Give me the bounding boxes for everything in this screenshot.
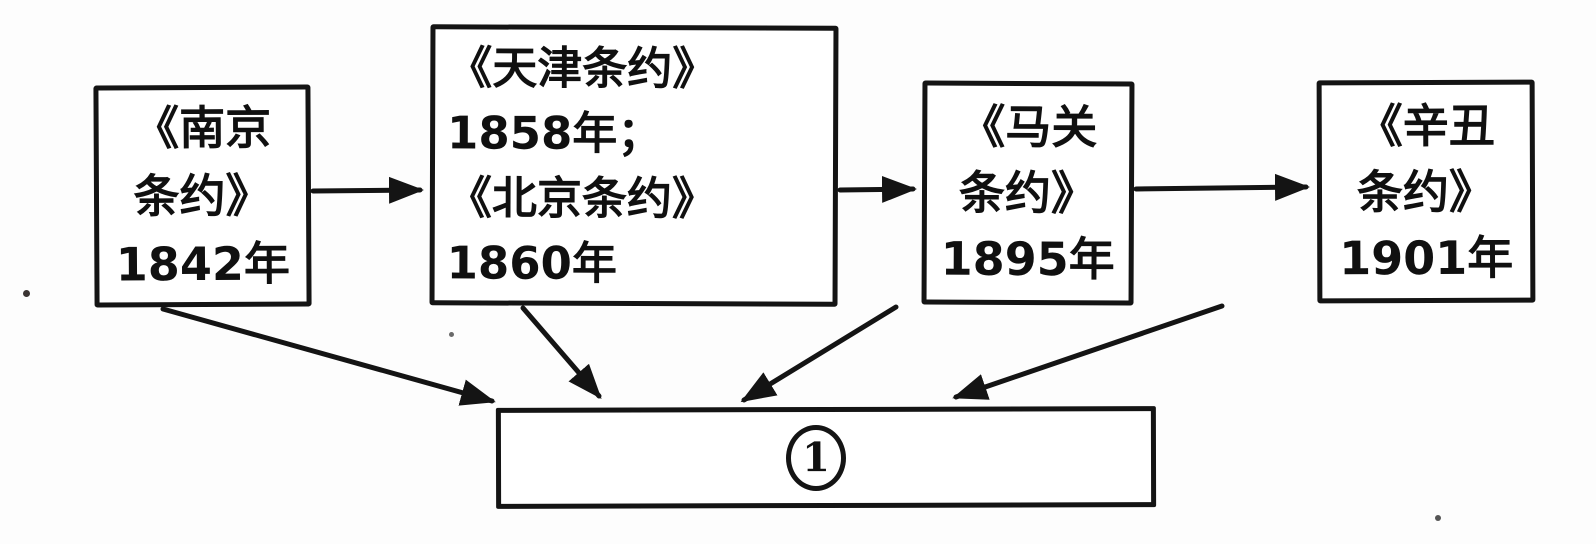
treaty-year: 1858年；	[447, 105, 663, 160]
treaty-year: 1901年	[1339, 230, 1514, 285]
ink-speck	[23, 290, 30, 297]
treaty-year: 1842年	[115, 236, 291, 292]
ink-speck	[449, 332, 454, 337]
treaty-box-nanjing: 《南京 条约》 1842年	[93, 84, 312, 308]
arrow-tianjin-to-maguan	[837, 175, 917, 203]
arrow-xinchou-to-result	[952, 303, 1225, 400]
treaty-line: 《北京条约》	[446, 170, 717, 225]
treaty-line: 条约》	[958, 165, 1098, 221]
ink-speck	[1435, 515, 1441, 521]
treaty-line: 《南京	[133, 100, 272, 156]
arrow-tianjin-to-result	[520, 305, 602, 400]
treaty-line: 条约》	[133, 168, 272, 224]
arrow-maguan-to-result	[740, 304, 899, 403]
circled-one-badge: 1	[785, 424, 847, 491]
treaty-line: 条约》	[1356, 164, 1496, 219]
arrow-nanjing-to-tianjin	[310, 176, 424, 204]
treaty-line: 《天津条约》	[447, 40, 718, 95]
treaty-box-xinchou: 《辛丑 条约》 1901年	[1316, 79, 1536, 304]
treaty-line: 《辛丑	[1356, 98, 1495, 153]
result-box: 1	[495, 406, 1157, 509]
treaty-year: 1860年	[446, 235, 618, 290]
treaty-box-maguan: 《马关 条约》 1895年	[921, 80, 1135, 306]
treaty-box-tianjin-beijing: 《天津条约》 1858年； 《北京条约》 1860年	[429, 24, 839, 307]
arrow-maguan-to-xinchou	[1133, 173, 1310, 201]
treaty-year: 1895年	[940, 231, 1115, 287]
treaty-line: 《马关	[959, 99, 1098, 155]
arrow-nanjing-to-result	[160, 306, 496, 406]
